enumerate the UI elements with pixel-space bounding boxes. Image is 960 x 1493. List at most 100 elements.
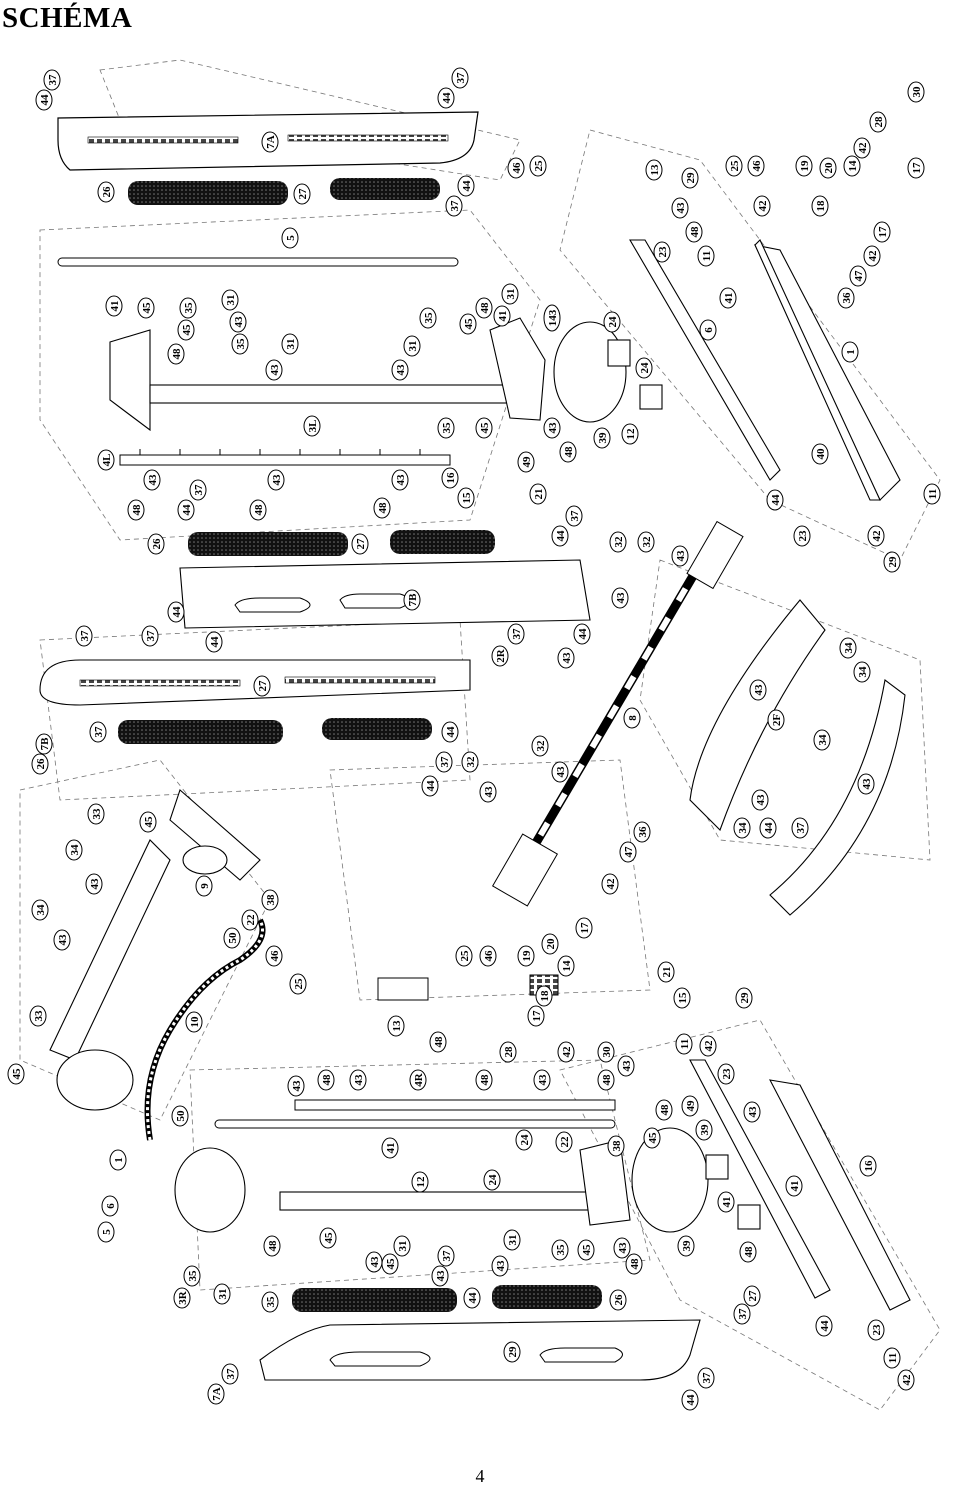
callout-circle [409, 1069, 427, 1091]
cable-10 [144, 918, 266, 1141]
callout-text: 38 [611, 1140, 623, 1152]
plate-2f [769, 679, 906, 916]
callout-text: 22 [245, 914, 257, 926]
callout-circle [437, 417, 455, 439]
callout-circle [811, 195, 829, 217]
callout-circle [137, 297, 155, 319]
callout-39: 39 [695, 1119, 713, 1141]
callout-text: 48 [171, 348, 183, 360]
callout-text: 29 [685, 172, 697, 184]
callout-text: 44 [555, 530, 567, 542]
frame-3l [109, 317, 663, 432]
callout-text: 42 [757, 200, 769, 212]
callout-45: 45 [643, 1127, 661, 1149]
callout-42: 42 [853, 137, 871, 159]
callout-text: 28 [873, 116, 885, 128]
callout-circle [141, 625, 159, 647]
callout-37: 37 [43, 69, 61, 91]
callout-circle [735, 987, 753, 1009]
callout-43: 43 [431, 1265, 449, 1287]
callout-11: 11 [675, 1033, 693, 1055]
callout-text: 7A [265, 135, 277, 149]
callout-11: 11 [883, 1347, 901, 1369]
callout-text: 42 [857, 142, 869, 154]
callout-29: 29 [735, 987, 753, 1009]
callout-text: 37 [93, 726, 105, 738]
base-9 [49, 789, 261, 1111]
callout-circle [767, 709, 785, 731]
callout-42: 42 [699, 1035, 717, 1057]
callout-46: 46 [265, 945, 283, 967]
callout-circle [463, 1287, 481, 1309]
callout-text: 34 [817, 734, 829, 746]
callout-circle [551, 525, 569, 547]
callout-45: 45 [459, 313, 477, 335]
callout-31: 31 [213, 1283, 231, 1305]
callout-circle [535, 985, 553, 1007]
callout-37: 37 [89, 721, 107, 743]
callout-circle [867, 525, 885, 547]
callout-text: 23 [721, 1068, 733, 1080]
callout-41: 41 [381, 1137, 399, 1159]
callout-29: 29 [681, 167, 699, 189]
callout-45: 45 [7, 1063, 25, 1085]
bar-4l [119, 449, 451, 466]
callout-48: 48 [127, 499, 145, 521]
callout-25: 25 [455, 945, 473, 967]
callout-15: 15 [457, 487, 475, 509]
callout-14: 14 [843, 155, 861, 177]
callout-23: 23 [867, 1319, 885, 1341]
frame-3r [174, 1127, 761, 1233]
callout-7B: 7B [35, 733, 53, 755]
callout-31: 31 [503, 1229, 521, 1251]
callout-text: 34 [843, 642, 855, 654]
callout-text: 24 [519, 1134, 531, 1146]
callout-circle [35, 89, 53, 111]
callout-31: 31 [501, 283, 519, 305]
callout-text: 42 [703, 1040, 715, 1052]
callout-circle [177, 319, 195, 341]
callout-text: 18 [815, 200, 827, 212]
callout-circle [281, 333, 299, 355]
callout-circle [7, 1063, 25, 1085]
callout-text: 31 [217, 1289, 229, 1300]
callout-text: 43 [753, 684, 765, 696]
callout-circle [795, 155, 813, 177]
callout-17: 17 [907, 157, 925, 179]
callout-43: 43 [365, 1251, 383, 1273]
callout-circle [923, 483, 941, 505]
callout-circle [791, 817, 809, 839]
callout-text: 46 [483, 950, 495, 962]
callout-text: 29 [507, 1346, 519, 1358]
callout-text: 41 [385, 1143, 397, 1154]
callout-text: 43 [147, 474, 159, 486]
callout-circle [697, 245, 715, 267]
callout-text: 31 [407, 341, 419, 352]
rail-1-bottom [689, 1059, 911, 1311]
callout-circle [183, 1265, 201, 1287]
callout-circle [85, 873, 103, 895]
callout-circle [635, 357, 653, 379]
callout-text: 7A [211, 1387, 223, 1401]
callout-44: 44 [551, 525, 569, 547]
callout-text: 48 [253, 504, 265, 516]
callout-circle [437, 1245, 455, 1267]
callout-text: 48 [321, 1074, 333, 1086]
callout-circle [623, 707, 641, 729]
callout-42: 42 [753, 195, 771, 217]
callout-18: 18 [811, 195, 829, 217]
bar-4r [294, 1099, 616, 1111]
callout-text: 36 [637, 826, 649, 838]
callout-37: 37 [221, 1363, 239, 1385]
callout-circle [207, 1383, 225, 1405]
callout-text: 13 [649, 164, 661, 176]
callout-27: 27 [293, 183, 311, 205]
callout-44: 44 [759, 817, 777, 839]
callout-text: 48 [377, 502, 389, 514]
callout-circle [101, 1195, 119, 1217]
callout-text: 46 [751, 160, 763, 172]
callout-text: 34 [737, 822, 749, 834]
callout-circle [625, 1253, 643, 1275]
callout-circle [475, 297, 493, 319]
callout-35: 35 [551, 1239, 569, 1261]
